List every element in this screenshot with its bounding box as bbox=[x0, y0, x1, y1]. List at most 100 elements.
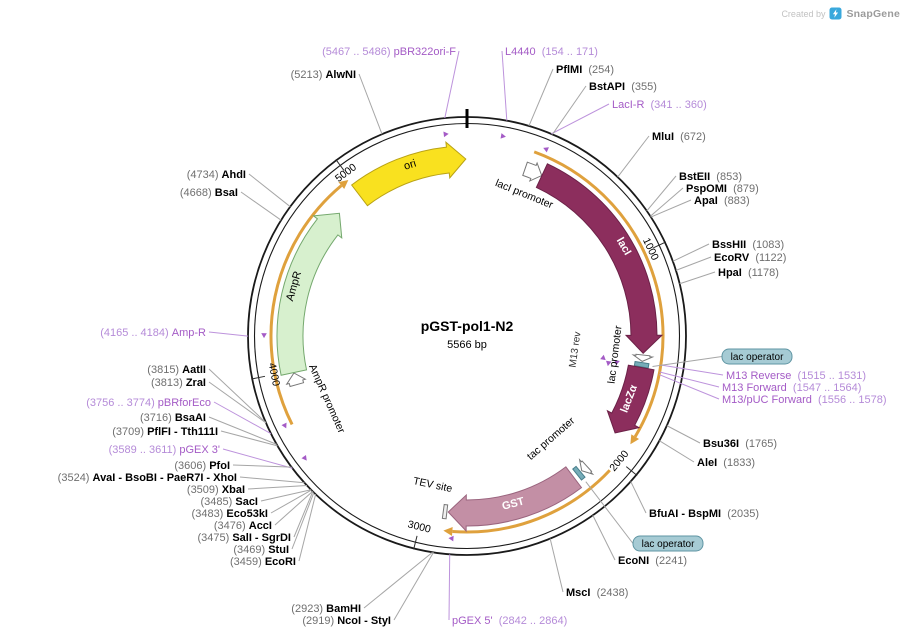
tick-label-2000: 2000 bbox=[607, 448, 631, 474]
callout-label-pbr322ori-f: (5467 .. 5486) pBR322ori-F bbox=[322, 46, 456, 58]
callout-segment: AatII bbox=[182, 364, 206, 376]
callout-segment: PflMI bbox=[556, 64, 588, 76]
callout-segment: (254) bbox=[588, 64, 614, 76]
callout-segment: SalI - SgrDI bbox=[232, 532, 291, 544]
callout-segment: BstAPI bbox=[589, 81, 631, 93]
primer-arrowhead-m13-puc-forward bbox=[606, 360, 612, 367]
feature-TEV-site bbox=[441, 503, 449, 520]
callout-line-amp-r bbox=[208, 331, 249, 337]
callout-segment: StuI bbox=[268, 544, 289, 556]
callout-line-pspomi bbox=[650, 187, 684, 217]
callout-segment: AvaI - BsoBI - PaeR7I - XhoI bbox=[93, 472, 237, 484]
callout-segment: MluI bbox=[652, 131, 680, 143]
callout-segment: (2923) bbox=[291, 603, 326, 615]
callout-label-pflmi: PflMI (254) bbox=[556, 64, 614, 76]
watermark-created-by: Created by bbox=[781, 8, 826, 19]
callout-segment: (1547 .. 1564) bbox=[793, 382, 862, 394]
callout-segment: EcoRI bbox=[265, 556, 296, 568]
callout-label-l4440: L4440 (154 .. 171) bbox=[505, 46, 598, 58]
boxed-label-lac-operator-bottom: lac operator bbox=[642, 539, 695, 550]
callout-line-bfuai-bspmi bbox=[630, 481, 647, 514]
callout-label-bamhi: (2923) BamHI bbox=[291, 603, 361, 615]
orf-arc-arrowhead-2 bbox=[443, 526, 453, 536]
callout-segment: (3476) bbox=[214, 520, 249, 532]
callout-segment: (5467 .. 5486) bbox=[322, 46, 394, 58]
callout-segment: pGEX 5' bbox=[452, 615, 499, 627]
orf-arc-arrowhead-3 bbox=[338, 179, 349, 190]
map-label-ampr-promoter: AmpR promoter bbox=[306, 362, 347, 435]
callout-label-pspomi: PspOMI (879) bbox=[686, 183, 759, 195]
callout-segment: NcoI - StyI bbox=[337, 615, 391, 627]
callout-segment: (4165 .. 4184) bbox=[100, 327, 172, 339]
callout-line-eco53ki bbox=[270, 489, 312, 514]
callout-segment: (3709) bbox=[112, 426, 147, 438]
callout-segment: SacI bbox=[235, 496, 258, 508]
callout-label-pfoi: (3606) PfoI bbox=[174, 460, 230, 472]
callout-label-ncoi-styi: (2919) NcoI - StyI bbox=[302, 615, 391, 627]
callout-line-bsshii bbox=[672, 243, 710, 262]
callout-segment: EcoRV bbox=[714, 252, 755, 264]
feature-lacI-promoter bbox=[522, 161, 543, 182]
callout-segment: Eco53kI bbox=[226, 508, 268, 520]
callout-segment: BsaAI bbox=[175, 412, 206, 424]
boxed-label-bg-lac-operator-right bbox=[721, 348, 793, 365]
callout-segment: BfuAI - BspMI bbox=[649, 508, 727, 520]
callout-line-acci bbox=[274, 490, 313, 526]
callout-label-aatii: (3815) AatII bbox=[147, 364, 206, 376]
callout-line-bsai bbox=[240, 191, 282, 221]
callout-segment: pBR322ori-F bbox=[394, 46, 457, 58]
callout-segment: ZraI bbox=[186, 377, 206, 389]
callout-segment: AleI bbox=[697, 457, 723, 469]
callout-line-bstapi bbox=[552, 85, 587, 135]
callout-label-m13-reverse: M13 Reverse (1515 .. 1531) bbox=[726, 370, 866, 382]
callout-label-stui: (3469) StuI bbox=[233, 544, 289, 556]
callout-line-pgex-3 bbox=[222, 448, 293, 469]
feature-GST bbox=[447, 466, 583, 533]
callout-line-zrai bbox=[208, 381, 267, 424]
callout-segment: XbaI bbox=[222, 484, 245, 496]
callout-label-xbai: (3509) XbaI bbox=[187, 484, 245, 496]
callout-line-ecori bbox=[298, 494, 317, 562]
callout-line-pfoi bbox=[232, 464, 292, 468]
callout-segment: (4668) bbox=[180, 187, 215, 199]
callout-segment: (1122) bbox=[755, 252, 786, 264]
callout-segment: Bsu36I bbox=[703, 438, 745, 450]
callout-segment: (1765) bbox=[745, 438, 777, 450]
primer-arrowhead-m13-forward bbox=[614, 360, 620, 366]
callout-label-bstapi: BstAPI (355) bbox=[589, 81, 657, 93]
callout-line-aatii bbox=[208, 368, 267, 423]
callout-segment: (3483) bbox=[192, 508, 227, 520]
primer-arrowhead-pbrforeco bbox=[281, 422, 287, 429]
callout-segment: (3459) bbox=[230, 556, 265, 568]
callout-line-m13-puc-forward bbox=[658, 374, 720, 400]
primer-arrowhead-laci-r bbox=[543, 147, 549, 153]
callout-label-bsu36i: Bsu36I (1765) bbox=[703, 438, 777, 450]
map-label-lac-promoter: lac promoter bbox=[606, 324, 625, 384]
callout-line-avai-bsobi-paer7i-xhoi bbox=[239, 476, 305, 484]
orf-arc-1 bbox=[533, 150, 665, 438]
callout-line-ahdi bbox=[248, 173, 291, 208]
callout-line-ecorv bbox=[675, 256, 712, 271]
feature-lac-operator-2 bbox=[572, 465, 586, 481]
callout-segment: (3469) bbox=[233, 544, 268, 556]
callout-segment: (1833) bbox=[723, 457, 755, 469]
callout-segment: pBRforEco bbox=[158, 397, 211, 409]
callout-segment: AccI bbox=[249, 520, 272, 532]
callout-label-m13-forward: M13 Forward (1547 .. 1564) bbox=[722, 382, 861, 394]
callout-segment: PspOMI bbox=[686, 183, 733, 195]
callout-segment: (3606) bbox=[174, 460, 209, 472]
callout-segment: (1556 .. 1578) bbox=[818, 394, 887, 406]
callout-label-bsteii: BstEII (853) bbox=[679, 171, 742, 183]
callout-line-stui bbox=[291, 492, 315, 550]
watermark: Created by SnapGene bbox=[781, 7, 900, 20]
callout-label-ecorv: EcoRV (1122) bbox=[714, 252, 786, 264]
callout-label-mlui: MluI (672) bbox=[652, 131, 706, 143]
callout-segment: AhdI bbox=[222, 169, 246, 181]
callout-segment: MscI bbox=[566, 587, 597, 599]
plasmid-name: pGST-pol1-N2 bbox=[421, 318, 514, 334]
callout-segment: BamHI bbox=[326, 603, 361, 615]
feature-lacZalpha bbox=[606, 364, 655, 434]
snapgene-logo-icon bbox=[829, 7, 842, 20]
primer-arrowhead-l4440 bbox=[500, 133, 506, 139]
